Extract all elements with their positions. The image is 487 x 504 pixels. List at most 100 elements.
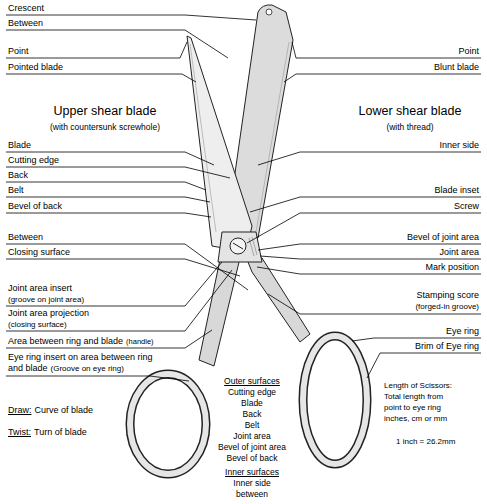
label-group: Stamping score(forged-in groove)	[415, 290, 479, 312]
part-label: Bevel of joint area	[407, 232, 479, 242]
part-label: Crescent	[8, 3, 44, 13]
part-label: Bevel of back	[8, 201, 62, 211]
leader-line	[6, 259, 240, 276]
leader-line	[284, 74, 481, 82]
label-group: Area between ring and blade(handle)	[8, 336, 154, 347]
leader-line	[6, 262, 222, 306]
part-label: Curve of blade	[35, 405, 94, 415]
label-group: Inner surfacesInner sidebetween	[225, 467, 279, 500]
label-group: Blunt blade	[434, 62, 479, 73]
leader-line	[6, 74, 196, 82]
part-label: Point	[458, 46, 479, 56]
leader-line	[6, 30, 228, 58]
label-group: (with thread)	[386, 122, 433, 133]
part-label: Cutting edge	[8, 155, 59, 165]
left-eye-ring	[130, 374, 206, 474]
part-label: Pointed blade	[8, 62, 63, 72]
label-group: Mark position	[425, 262, 479, 273]
part-label: Mark position	[425, 262, 479, 272]
label-group: Bevel of joint area	[407, 232, 479, 243]
label-group: (with countersunk screwhole)	[50, 122, 160, 133]
label-group: Eye ring	[446, 326, 479, 337]
part-label: Bevel of joint area	[218, 442, 286, 453]
part-label: Joint area insert	[8, 283, 84, 294]
part-label: Outer surfaces	[218, 376, 286, 387]
part-label: Length of Scissors:	[384, 380, 452, 391]
part-label: Twist:	[8, 427, 31, 437]
part-label: Area between ring and blade	[8, 336, 123, 346]
part-label: Draw:	[8, 405, 32, 415]
label-group: Brim of Eye ring	[415, 341, 479, 352]
label-group: Joint area projection(closing surface)	[8, 308, 89, 330]
label-group: Closing surface	[8, 247, 70, 258]
label-group: Draw:Curve of blade	[8, 405, 93, 416]
part-label: Back	[218, 409, 286, 420]
leader-line	[247, 213, 481, 243]
leader-line	[6, 15, 256, 20]
leader-line	[6, 376, 189, 381]
part-label: Between	[8, 232, 43, 242]
part-label: 1 inch = 26.2mm	[396, 437, 455, 446]
part-label: (with thread)	[386, 122, 433, 132]
leader-line	[6, 213, 211, 217]
part-label: between	[225, 489, 279, 500]
left-shank	[199, 250, 240, 366]
part-label: Joint area	[218, 431, 286, 442]
crescent-hole	[266, 9, 272, 15]
part-label: Back	[8, 170, 28, 180]
joint-area	[218, 232, 262, 262]
label-group: Blade inset	[434, 185, 479, 196]
label-group: Blade	[8, 140, 31, 151]
part-label: Joint area projection	[8, 308, 89, 319]
part-label: Eye ring	[446, 326, 479, 336]
part-label: Joint area	[439, 247, 479, 257]
label-group: Crescent	[8, 3, 44, 14]
label-group: Joint area	[439, 247, 479, 258]
part-label: Turn of blade	[34, 427, 87, 437]
leader-line	[6, 330, 212, 348]
leader-line	[292, 42, 481, 58]
part-label: Belt	[8, 185, 24, 195]
left-eye-ring-face	[130, 374, 206, 474]
part-label: point to eye ring	[384, 402, 452, 413]
leader-line	[6, 152, 214, 165]
label-group: Outer surfacesCutting edgeBladeBackBeltJ…	[218, 376, 286, 464]
label-group: Pointed blade	[8, 62, 63, 73]
leader-line	[6, 182, 206, 190]
part-label: Brim of Eye ring	[415, 341, 479, 351]
part-label: (with countersunk screwhole)	[50, 122, 160, 132]
part-label: Point	[8, 46, 29, 56]
part-label: Blade	[8, 140, 31, 150]
part-label: Inner surfaces	[225, 467, 279, 478]
part-label: (groove on joint area)	[8, 294, 84, 305]
blade-bevel	[256, 42, 289, 232]
label-group: Bevel of back	[8, 201, 62, 212]
label-group: Point	[458, 46, 479, 57]
label-group: Joint area insert(groove on joint area)	[8, 283, 84, 305]
leader-line	[352, 338, 481, 341]
label-group: Length of Scissors:Total length frompoin…	[384, 380, 452, 424]
part-label: Inner side	[439, 140, 479, 150]
part-label: Between	[8, 18, 43, 28]
pointed-blade	[187, 36, 252, 252]
label-group: Screw	[454, 201, 479, 212]
leader-line	[258, 152, 481, 165]
leader-line	[6, 167, 230, 178]
part-label: (handle)	[126, 337, 154, 346]
blade-bevel	[190, 44, 216, 232]
part-label: (closing surface)	[8, 319, 89, 330]
label-group: Point	[8, 46, 29, 57]
leader-lines	[6, 15, 481, 381]
part-label: Inner side	[225, 478, 279, 489]
right-eye-ring-face	[303, 336, 367, 464]
part-label: Blade	[218, 398, 286, 409]
section-heading: Upper shear blade	[54, 104, 157, 118]
right-eye-ring	[303, 336, 367, 464]
label-group: Between	[8, 232, 43, 243]
part-label: Bevel of back	[218, 453, 286, 464]
screw-slot	[233, 243, 243, 249]
part-label: Blade inset	[434, 185, 479, 195]
part-label: Blunt blade	[434, 62, 479, 72]
label-group: 1 inch = 26.2mm	[396, 436, 455, 447]
